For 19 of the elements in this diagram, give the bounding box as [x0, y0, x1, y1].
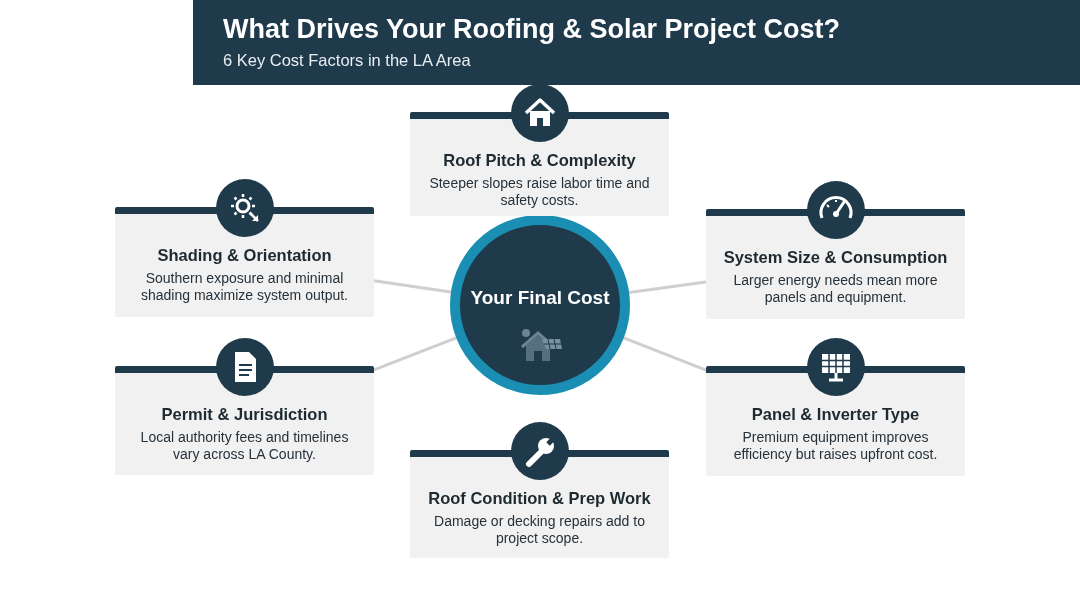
connector-line: [628, 280, 707, 295]
card-heading: System Size & Consumption: [722, 248, 949, 267]
card-description: Steeper slopes raise labor time and safety costs.: [428, 175, 651, 209]
card-description: Damage or decking repairs add to project scope.: [433, 513, 646, 547]
card-heading: Panel & Inverter Type: [750, 405, 921, 424]
connector-line: [623, 336, 707, 372]
card-description: Larger energy needs mean more panels and equipment.: [732, 272, 939, 306]
card-heading: Roof Condition & Prep Work: [427, 489, 652, 508]
circle-title: Your Final Cost: [469, 287, 611, 309]
card-heading: Permit & Jurisdiction: [160, 405, 329, 424]
card-description: Local authority fees and timelines vary across LA County.: [139, 429, 350, 463]
title: What Drives Your Roofing & Solar Project Cost?: [223, 14, 841, 45]
connector-line: [373, 336, 457, 372]
connector-line: [373, 279, 452, 294]
subtitle: 6 Key Cost Factors in the LA Area: [223, 51, 471, 70]
card-heading: Shading & Orientation: [156, 246, 333, 265]
card-description: Southern exposure and minimal shading maximize system output.: [140, 270, 349, 304]
card-description: Premium equipment improves efficiency but raises upfront cost.: [732, 429, 939, 463]
card-heading: Roof Pitch & Complexity: [442, 151, 637, 170]
